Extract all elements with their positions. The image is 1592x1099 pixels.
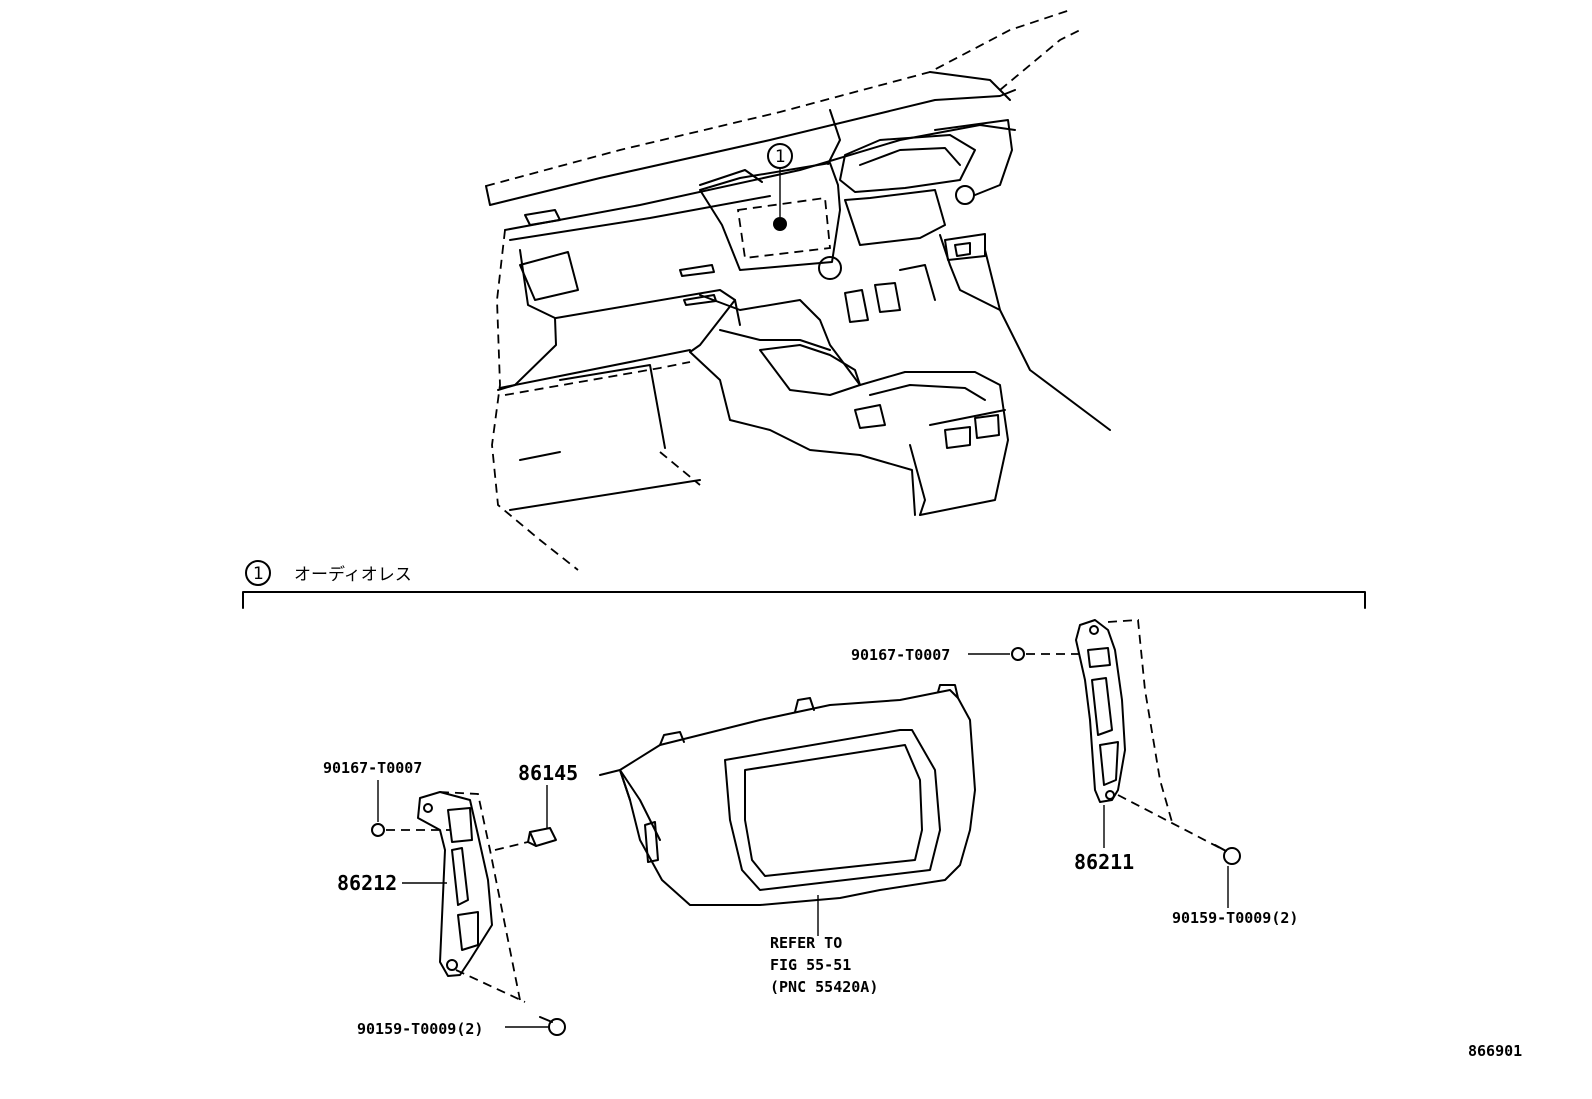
label-screw-90159-right: 90159-T0009(2) [1172, 909, 1298, 927]
callout-header: 1 オーディオレス [242, 560, 1366, 609]
left-bracket-assembly [371, 780, 566, 1036]
connector-86145 [527, 827, 557, 847]
bracket-86212-shape [417, 791, 493, 977]
label-screw-90159-left: 90159-T0009(2) [357, 1020, 483, 1038]
bolt-90167-left-head [371, 823, 385, 837]
group-bracket [242, 591, 1366, 609]
label-bracket-86212: 86212 [337, 871, 397, 895]
label-refer-line-3: (PNC 55420A) [770, 978, 878, 996]
head-unit-body [619, 689, 976, 906]
figure-id: 866901 [1468, 1042, 1522, 1060]
callout-1-marker-dot [773, 217, 787, 231]
screw-90159-left [539, 1016, 566, 1036]
right-bracket-assembly [968, 619, 1241, 908]
callout-1-caption: オーディオレス [294, 564, 412, 585]
bracket-86211-shape [1075, 619, 1126, 803]
label-bolt-90167-left: 90167-T0007 [323, 759, 422, 777]
label-bolt-90167-right: 90167-T0007 [851, 646, 950, 664]
bolt-90167-right-head [1011, 647, 1025, 661]
label-refer-line-1: REFER TO [770, 934, 842, 952]
screw-90159-right [1214, 844, 1241, 865]
callout-1-number: 1 [253, 564, 264, 584]
head-unit [599, 684, 976, 936]
label-bracket-86211: 86211 [1074, 850, 1134, 874]
dashboard-overview: 1 [485, 9, 1111, 571]
label-connector-86145: 86145 [518, 761, 578, 785]
label-refer-line-2: FIG 55-51 [770, 956, 851, 974]
callout-1-number-top: 1 [775, 147, 786, 167]
part-labels: 90167-T0007 86212 86145 90159-T0009(2) 9… [323, 646, 1522, 1060]
